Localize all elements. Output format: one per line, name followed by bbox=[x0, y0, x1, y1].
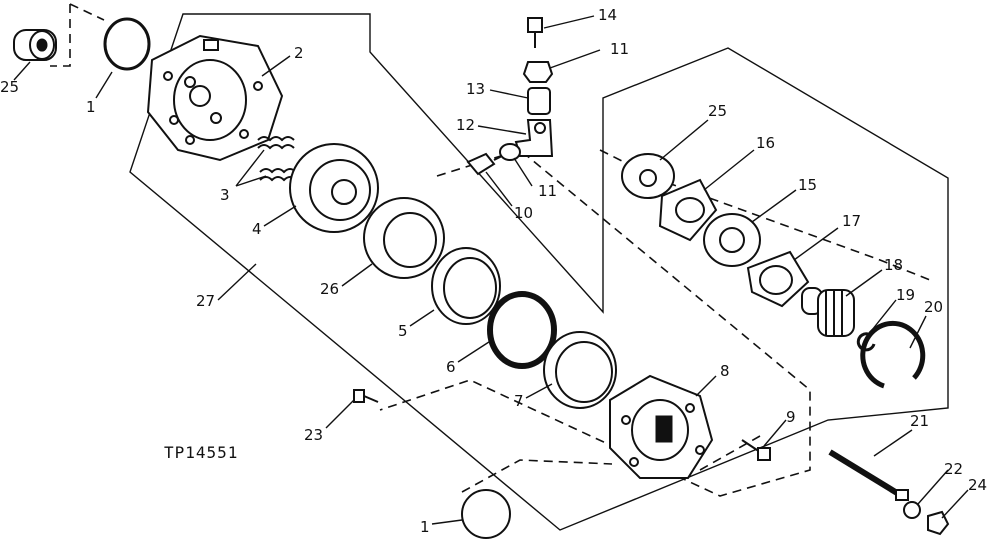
callout-20: 20 bbox=[924, 298, 943, 316]
callout-2: 2 bbox=[294, 44, 304, 62]
part-7-ring bbox=[543, 331, 617, 409]
callout-10: 10 bbox=[514, 204, 533, 222]
part-25-bushing bbox=[13, 29, 57, 61]
callout-1-bottom: 1 bbox=[420, 518, 430, 536]
leader-lines bbox=[13, 15, 969, 525]
callout-18: 18 bbox=[884, 256, 903, 274]
part-10-fitting bbox=[466, 152, 507, 176]
callout-17: 17 bbox=[842, 212, 861, 230]
figure-id-label: TP14551 bbox=[164, 443, 238, 462]
part-11-nut-top bbox=[522, 61, 554, 83]
callout-11-mid: 11 bbox=[538, 182, 557, 200]
callout-22: 22 bbox=[944, 460, 963, 478]
part-5-ring bbox=[431, 247, 501, 325]
part-20-retaining-ring bbox=[860, 320, 926, 389]
callout-6: 6 bbox=[446, 358, 456, 376]
part-19-snap-ring bbox=[856, 332, 876, 352]
callout-12: 12 bbox=[456, 116, 475, 134]
callout-11-top: 11 bbox=[610, 40, 629, 58]
callout-26: 26 bbox=[320, 280, 339, 298]
part-15-gear-plate bbox=[703, 213, 761, 267]
part-18-gear-shaft bbox=[801, 287, 855, 337]
part-23-bolt bbox=[353, 389, 379, 403]
callout-25-top: 25 bbox=[0, 78, 19, 96]
part-4-bearing-plate bbox=[289, 143, 379, 233]
part-22-washer bbox=[903, 501, 921, 519]
callout-21: 21 bbox=[910, 412, 929, 430]
part-9-bolt bbox=[741, 439, 771, 461]
part-3-springs bbox=[257, 136, 297, 182]
part-17-plate bbox=[746, 250, 810, 308]
part-11-nut-mid bbox=[499, 143, 521, 161]
callout-24: 24 bbox=[968, 476, 987, 494]
part-13-sleeve bbox=[527, 87, 551, 115]
part-14-screw bbox=[527, 17, 543, 48]
callout-5: 5 bbox=[398, 322, 408, 340]
part-16-plate bbox=[658, 178, 718, 242]
callout-27: 27 bbox=[196, 292, 215, 310]
part-1-o-ring bbox=[103, 17, 151, 71]
callout-14: 14 bbox=[598, 6, 617, 24]
callout-15: 15 bbox=[798, 176, 817, 194]
callout-13: 13 bbox=[466, 80, 485, 98]
callout-23: 23 bbox=[304, 426, 323, 444]
callout-3: 3 bbox=[220, 186, 230, 204]
callout-4: 4 bbox=[252, 220, 262, 238]
part-21-bolt bbox=[828, 449, 909, 501]
callout-1-top: 1 bbox=[86, 98, 96, 116]
callout-19: 19 bbox=[896, 286, 915, 304]
callout-16: 16 bbox=[756, 134, 775, 152]
part-12-elbow bbox=[514, 119, 554, 157]
part-6-o-ring bbox=[487, 291, 557, 369]
part-26-ring bbox=[363, 197, 445, 279]
bottom-dashed-link bbox=[461, 435, 761, 493]
callout-8: 8 bbox=[720, 362, 730, 380]
assembly-27-outline bbox=[129, 13, 949, 531]
top-left-dashed-link bbox=[50, 3, 105, 67]
part-8-end-cover bbox=[609, 374, 714, 479]
callout-25-right: 25 bbox=[708, 102, 727, 120]
part-2-housing bbox=[146, 34, 284, 162]
callout-9: 9 bbox=[786, 408, 796, 426]
seal-kit-dashed-outline bbox=[379, 149, 811, 497]
part-1-cap bbox=[461, 489, 511, 539]
part-25-washer bbox=[621, 153, 675, 199]
callout-7: 7 bbox=[514, 392, 524, 410]
